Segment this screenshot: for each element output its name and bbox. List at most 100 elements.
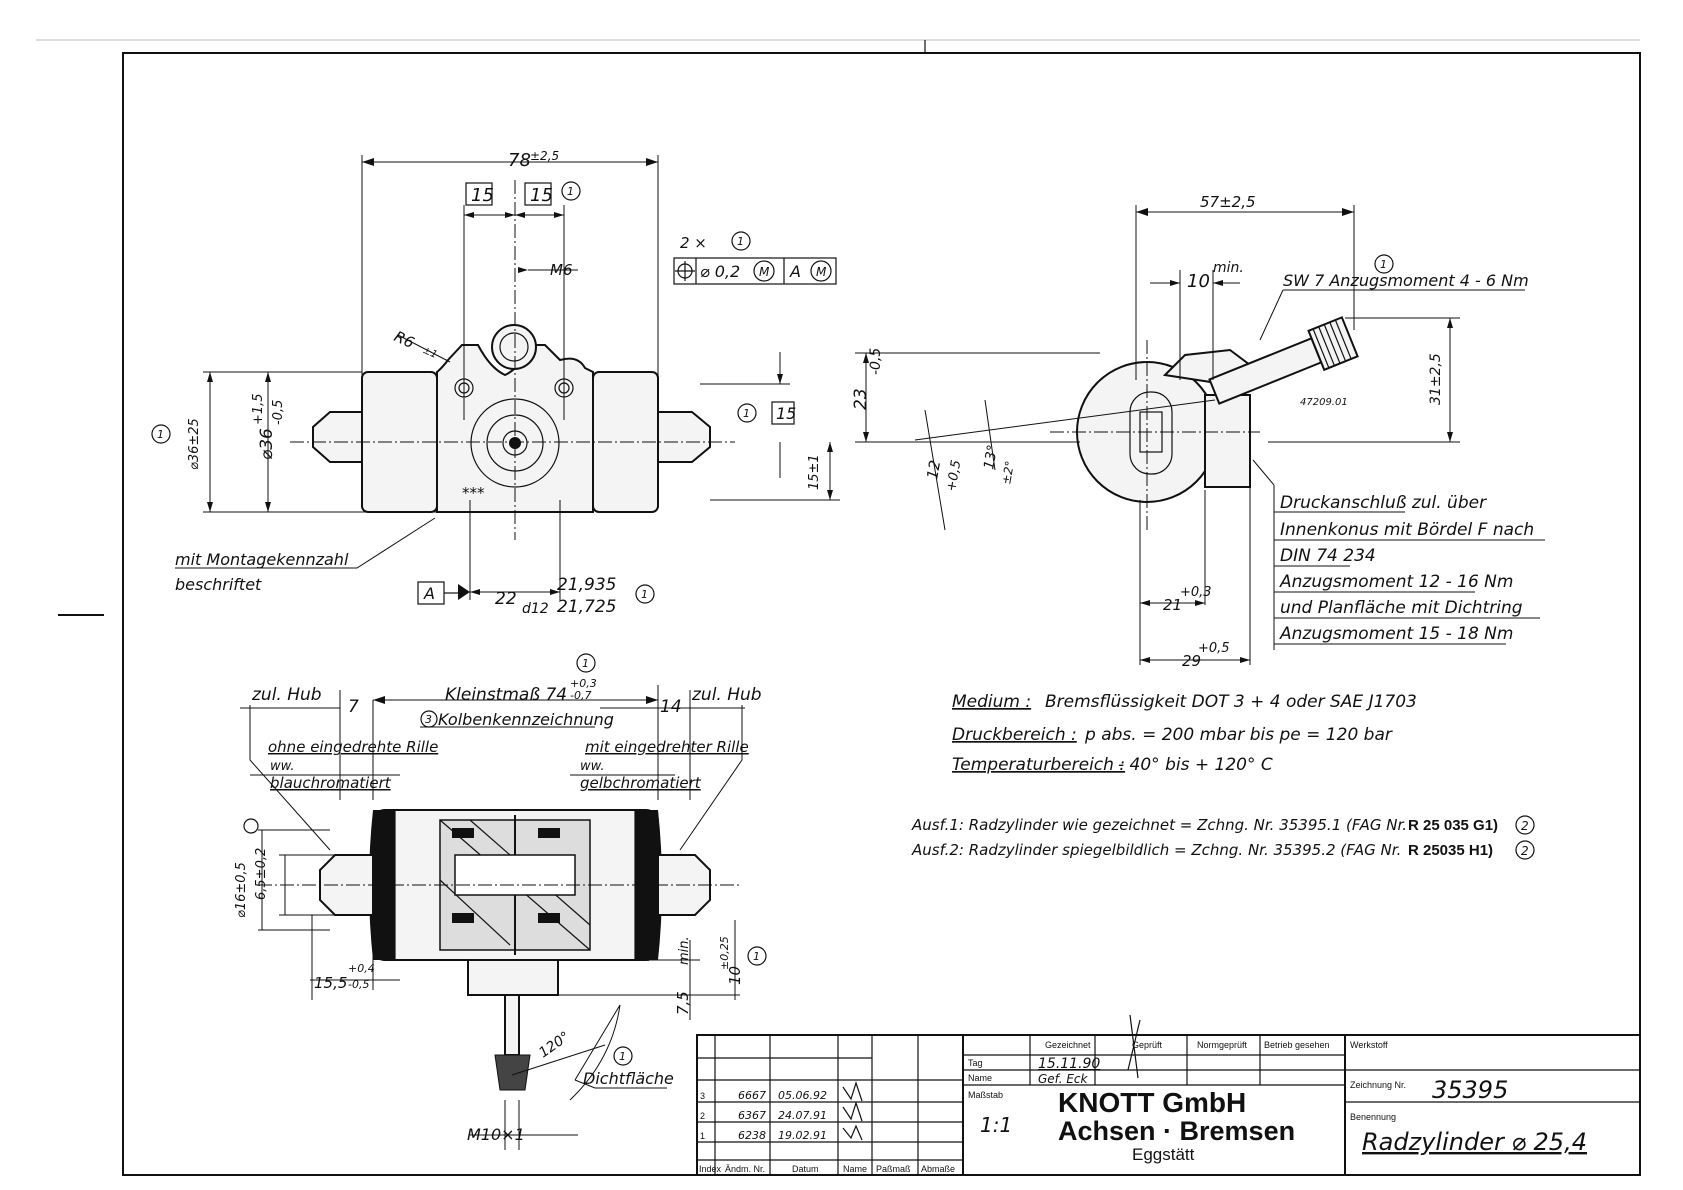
rev-header-name: Name [843,1164,867,1174]
pos-tol-count: 2 × [680,234,707,252]
side-note-6: Anzugsmoment 15 - 18 Nm [1279,624,1513,644]
rev-index-2: 2 [700,1111,705,1121]
pos-tol-value: ⌀ 0,2 [700,262,740,281]
medium-value: Bremsflüssigkeit DOT 3 + 4 oder SAE J170… [1045,692,1417,712]
ausf1-prefix: Ausf.1: Radzylinder wie gezeichnet = Zch… [911,816,1407,834]
kleinstmass: Kleinstmaß 74 [445,685,567,705]
circled-2-a: 2 [1521,819,1529,833]
dim-d12: d12 [522,601,549,617]
dim-min: min. [677,936,692,965]
right-groove-1: mit eingedrehter Rille [585,738,749,756]
zeichnung-label: Zeichnung Nr. [1350,1080,1406,1090]
rev-index-1: 1 [700,1131,705,1141]
massstab-label: Maßstab [968,1090,1003,1100]
side-note-1: Druckanschluß zul. über [1280,493,1487,513]
dim-upper: 21,935 [557,575,616,595]
rev-header-index: Index [699,1164,722,1174]
dim-36-flange: ⌀36±25 [187,418,202,470]
thread: M10×1 [467,1125,525,1144]
pos-tol-datum: A [789,262,801,281]
dim-13: 13° [981,443,1001,470]
rev-datum-3: 05.06.92 [778,1089,827,1102]
dim-15-right: 15±1 [807,454,822,490]
radius: R6 [391,327,417,352]
top-view [151,155,840,605]
dim-23-tol: -0,5 [868,348,884,375]
radius-tol: ±1 [421,345,439,361]
left-groove-3: blauchromatiert [270,774,392,792]
rev-header-abmasse: Abmaße [921,1164,955,1174]
dim-36-tol-up: +1,5 [251,393,266,425]
company-1: KNOTT GmbH [1058,1087,1246,1118]
left-nozzle [312,411,363,463]
zul-hub-right: zul. Hub [691,685,762,705]
drawing-no: 35395 [1432,1076,1508,1104]
temp-value: - 40° bis + 120° C [1118,755,1273,775]
angle-120: 120° [536,1029,573,1061]
side-view [855,205,1545,665]
dim-15-5-up: +0,4 [348,962,375,975]
box-15-left: 15 [471,185,494,206]
marking-label-2: beschriftet [175,575,262,594]
name-label: Name [968,1073,992,1083]
circled-1-top: 1 [567,185,574,198]
ausf2-prefix: Ausf.2: Radzylinder spiegelbildlich = Zc… [911,841,1401,859]
tag-label: Tag [968,1058,983,1068]
drawn-by: Gef. Eck [1038,1072,1089,1086]
betrieb-label: Betrieb gesehen [1264,1040,1330,1050]
date-drawn: 15.11.90 [1038,1056,1100,1072]
box-15-right: 15 [530,185,553,206]
circled-1-section-b: 1 [753,950,760,963]
dim-6-5: 6,5±0,2 [254,848,269,900]
dim-13-tol: ±2° [999,460,1017,486]
temp-label: Temperaturbereich : [952,755,1125,775]
rev-datum-2: 24.07.91 [778,1109,827,1122]
geprueft-label: Geprüft [1132,1040,1163,1050]
dim-m6: M6 [550,261,573,279]
circled-2-b: 2 [1521,844,1529,858]
right-groove-2: ww. [580,759,605,774]
scale: 1:1 [980,1113,1012,1137]
right-nozzle [657,411,711,463]
stars: *** [462,484,485,502]
normgeprueft-label: Normgeprüft [1197,1040,1248,1050]
dim-21: 21 [1163,596,1182,614]
center-boss [470,398,560,488]
dim-29-tol: +0,5 [1198,641,1230,656]
kleinstmass-tol-up: +0,3 [570,677,597,690]
part-no-tag: 47209.01 [1300,397,1348,408]
circled-1-side: 1 [743,407,750,420]
rev-index-3: 3 [700,1091,705,1101]
seal-label: Dichtfläche [583,1069,674,1088]
dim-overall: 78 [508,150,531,171]
werkstoff-label: Werkstoff [1350,1040,1388,1050]
bleeder-inner [499,332,529,362]
dim-10-min: min. [1213,260,1244,276]
rev-datum-1: 19.02.91 [778,1129,827,1142]
side-note-5: und Planfläche mit Dichtring [1280,598,1523,618]
dim-overall-tol: ±2,5 [530,149,559,163]
dim-36-tol-lo: -0,5 [271,400,286,425]
pos-tol-datum-m: M [816,265,827,279]
gezeichnet-label: Gezeichnet [1045,1040,1091,1050]
dim-10-side: 10 [1187,271,1210,292]
bleeder-boss [491,324,537,370]
ausf1-bold: R 25 035 G1) [1408,817,1498,834]
circled-3: 3 [425,713,432,726]
side-note-4: Anzugsmoment 12 - 16 Nm [1279,572,1513,592]
rev-aend-1: 6238 [738,1129,766,1142]
rev-header-passmass: Paßmaß [876,1164,911,1174]
torque-note: SW 7 Anzugsmoment 4 - 6 Nm [1283,271,1529,290]
dim-12-tol: +0,5 [944,459,964,493]
dim-10-section: 10 [726,966,744,985]
side-note-2: Innenkonus mit Bördel F nach [1280,520,1534,540]
drawing-title: Radzylinder ⌀ 25,4 [1362,1128,1587,1156]
section-view [240,653,767,1150]
dim-10-tol: ±0,25 [718,936,731,970]
benennung-label: Benennung [1350,1112,1396,1122]
rev-header-datum: Datum [792,1164,819,1174]
datum-a: A [423,584,435,603]
dim-lower: 21,725 [557,597,616,617]
dim-15-5: 15,5 [314,974,347,992]
medium-label: Medium : [952,692,1031,712]
